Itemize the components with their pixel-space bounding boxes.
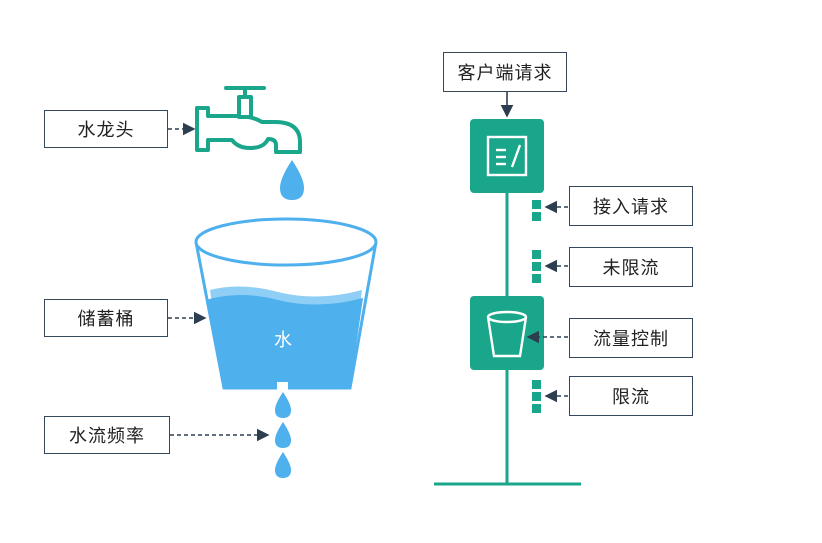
water-drop-icon	[275, 392, 291, 418]
unlimited-label: 未限流	[602, 258, 660, 279]
limited-box: 限流	[569, 376, 693, 416]
flow-control-label-box: 流量控制	[569, 318, 693, 358]
bucket-icon	[194, 217, 378, 392]
document-icon	[486, 135, 528, 177]
limited-label: 限流	[612, 387, 650, 408]
water-label: 水	[274, 330, 292, 351]
right-arrows	[500, 92, 568, 403]
flow-control-label: 流量控制	[593, 329, 669, 350]
water-drop-icon	[275, 422, 291, 448]
request-box	[470, 119, 544, 193]
accept-request-label: 接入请求	[593, 197, 669, 218]
flow-label: 水流频率	[69, 426, 145, 447]
left-arrows	[168, 122, 270, 442]
client-request-label: 客户端请求	[457, 63, 553, 84]
token-squares	[532, 200, 541, 413]
client-request-box: 客户端请求	[443, 52, 567, 92]
flow-label-box: 水流频率	[44, 416, 170, 454]
flow-control-box	[470, 296, 544, 370]
faucet-label-box: 水龙头	[44, 110, 168, 148]
accept-request-box: 接入请求	[569, 186, 693, 226]
water-drop-icon	[280, 160, 304, 200]
water-drop-icon	[275, 452, 291, 478]
faucet-label: 水龙头	[77, 120, 135, 141]
unlimited-box: 未限流	[569, 247, 693, 287]
bucket-label-box: 储蓄桶	[44, 299, 168, 337]
pipeline	[434, 193, 581, 486]
cup-icon	[486, 310, 528, 358]
bucket-label: 储蓄桶	[77, 309, 135, 330]
faucet-icon	[195, 86, 302, 154]
